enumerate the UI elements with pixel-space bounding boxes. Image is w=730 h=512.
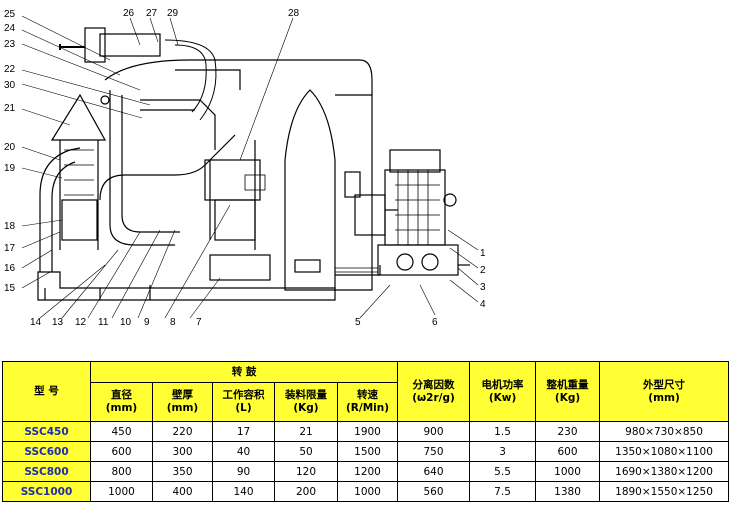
table-cell: 21 [274,421,338,442]
centrifuge-drawing: 25 24 23 22 30 21 20 19 18 17 16 15 26 2… [4,8,486,328]
callout-label: 30 [4,80,16,91]
table-cell: 7.5 [469,481,537,502]
callout-label: 26 [123,8,135,19]
table-cell: 230 [535,421,601,442]
callout-label: 15 [4,283,16,294]
table-cell: 17 [212,421,275,442]
drum [109,90,175,246]
callout-label: 9 [144,317,150,328]
table-cell: 90 [212,461,275,482]
callout-label: 3 [480,282,486,293]
callout-label: 5 [355,317,361,328]
table-cell: 350 [152,461,213,482]
callout-label: 29 [167,8,179,19]
callout-label: 21 [4,103,16,114]
callout-label: 22 [4,64,16,75]
callout-label: 2 [480,265,486,276]
callout-label: 23 [4,39,16,50]
table-cell: 220 [152,421,213,442]
col-header: 分离因数 (ω2r/g) [397,361,471,422]
callout-label: 12 [75,317,87,328]
table-cell: 1380 [535,481,601,502]
table-cell: 40 [212,441,275,462]
table-cell: 1000 [90,481,153,502]
drum-header: 转 鼓 [89,361,399,383]
table-cell: 800 [90,461,153,482]
table-cell: 300 [152,441,213,462]
callout-label: 18 [4,221,16,232]
model-cell: SSC800 [2,461,91,482]
callout-label: 6 [432,317,438,328]
col-header: 外型尺寸 (mm) [599,361,730,422]
col-header: 电机功率 (Kw) [469,361,537,422]
motor [377,149,459,276]
table-cell: 600 [90,441,153,462]
table-cell: 600 [535,441,601,462]
leader-lines [21,15,479,319]
model-cell: SSC450 [2,421,91,442]
callout-label: 28 [288,8,300,19]
spec-table: 型 号 转 鼓 分离因数 (ω2r/g) 电机功率 (Kw) 整机重量 (Kg)… [2,361,730,502]
callout-label: 20 [4,142,16,153]
table-cell: 5.5 [469,461,537,482]
left-cone [50,93,107,141]
col-header: 直径 (mm) [90,382,153,422]
table-cell: 50 [274,441,338,462]
callout-label: 11 [98,317,109,328]
callout-label: 4 [480,299,486,310]
callout-label: 8 [170,317,176,328]
col-header: 整机重量 (Kg) [535,361,601,422]
table-cell: 560 [397,481,471,502]
callout-label: 17 [4,243,16,254]
table-cell: 900 [397,421,471,442]
table-cell: 750 [397,441,471,462]
callout-label: 13 [52,317,64,328]
table-cell: 1890×1550×1250 [599,481,730,502]
model-cell: SSC600 [2,441,91,462]
col-header: 工作容积 (L) [212,382,275,422]
callout-label: 14 [30,317,42,328]
callout-label: 16 [4,263,16,274]
table-cell: 200 [274,481,338,502]
table-cell: 1350×1080×1100 [599,441,730,462]
callout-label: 19 [4,163,16,174]
callout-label: 1 [480,248,486,259]
table-cell: 140 [212,481,275,502]
table-cell: 1900 [336,421,399,442]
table-cell: 640 [397,461,471,482]
lid [104,59,373,95]
callout-labels: 25 24 23 22 30 21 20 19 18 17 16 15 26 2… [4,8,486,328]
table-cell: 980×730×850 [599,421,730,442]
table-cell: 1000 [535,461,601,482]
table-cell: 450 [90,421,153,442]
base-frame [37,271,336,301]
table-cell: 3 [469,441,537,462]
col-header: 壁厚 (mm) [152,382,213,422]
col-header: 转速 (R/Min) [336,382,399,422]
callout-label: 10 [120,317,132,328]
callout-label: 25 [4,9,16,20]
table-cell: 120 [274,461,338,482]
table-cell: 1200 [336,461,399,482]
table-cell: 400 [152,481,213,502]
table-cell: 1000 [336,481,399,502]
right-cone [284,89,336,291]
col-header: 装料限量 (Kg) [274,382,338,422]
model-header: 型 号 [2,361,91,422]
table-cell: 1690×1380×1200 [599,461,730,482]
callout-label: 7 [196,317,202,328]
table-cell: 1500 [336,441,399,462]
callout-label: 24 [4,23,16,34]
model-cell: SSC1000 [2,481,91,502]
callout-label: 27 [146,8,158,19]
table-cell: 1.5 [469,421,537,442]
